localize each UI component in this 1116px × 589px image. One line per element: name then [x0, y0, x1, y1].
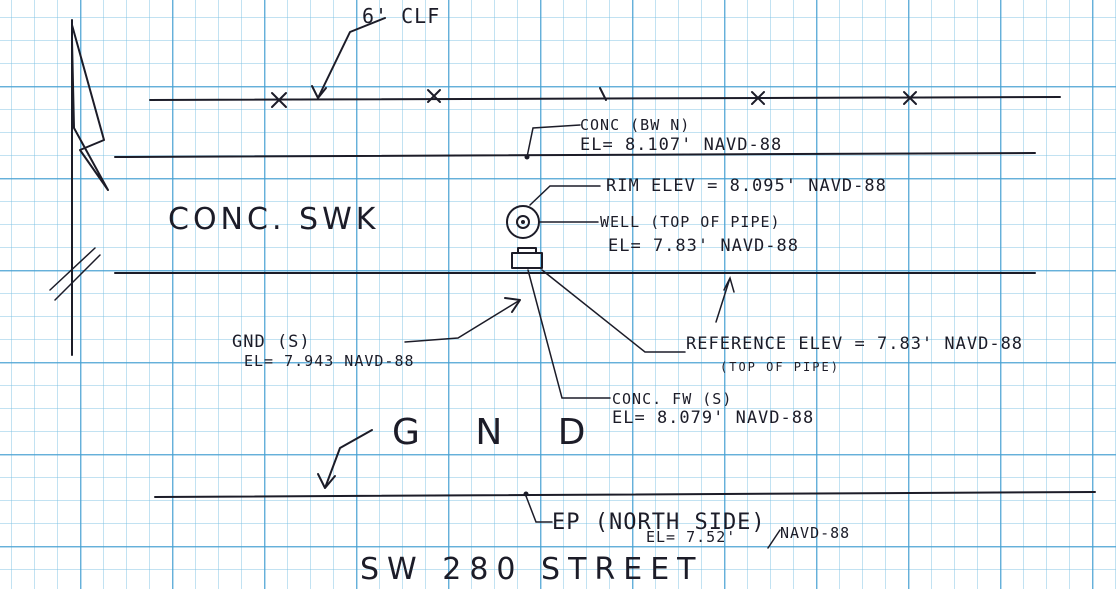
- edge-of-pavement-line: [154, 491, 1096, 498]
- reference-leader: [541, 269, 686, 353]
- gnd-s-elevation: EL= 7.943 NAVD-88: [244, 352, 415, 370]
- conc-bwn-leader: [526, 124, 581, 158]
- reference-elevation: REFERENCE ELEV = 7.83' NAVD-88: [686, 334, 1024, 354]
- conc-sidewalk-label: CONC. SWK: [168, 202, 380, 237]
- rim-leader: [529, 185, 601, 206]
- conc-bwn-elevation: EL= 8.107' NAVD-88: [580, 135, 783, 155]
- conc-bwn-point: [524, 154, 530, 160]
- ep-elevation: EL= 7.52': [646, 528, 737, 546]
- back-of-walk-line: [114, 152, 1036, 158]
- conc-bwn-label: CONC (BW N): [580, 116, 691, 134]
- fence-line: [149, 87, 1061, 108]
- fence-leader: [311, 17, 386, 99]
- ep-leader: [525, 495, 553, 523]
- rim-elevation: RIM ELEV = 8.095' NAVD-88: [606, 176, 887, 196]
- gnd-s-leader: [404, 299, 521, 343]
- ground-label: G N D: [392, 412, 608, 453]
- gnd-s-arrowhead: [504, 297, 521, 313]
- ep-datum-leader: [767, 529, 781, 549]
- reference-box: [511, 252, 543, 269]
- ep-datum: NAVD-88: [780, 524, 851, 542]
- reference-note: (TOP OF PIPE): [720, 360, 840, 374]
- conc-fw-elevation: EL= 8.079' NAVD-88: [612, 408, 815, 428]
- fence-label: 6' CLF: [362, 4, 441, 28]
- ep-label: EP (NORTH SIDE): [552, 510, 766, 535]
- gnd-s-label: GND (S): [232, 332, 311, 352]
- left-boundary-mark: [49, 19, 109, 356]
- street-name: SW 280 STREET: [360, 552, 704, 587]
- front-arrow: [715, 275, 735, 323]
- gnd-arrow: [317, 429, 373, 489]
- well-symbol: [506, 205, 540, 239]
- conc-fw-leader: [527, 269, 611, 399]
- conc-fw-label: CONC. FW (S): [612, 390, 733, 408]
- reference-box-tick: [517, 247, 537, 253]
- ep-point: [523, 491, 529, 497]
- well-elevation: EL= 7.83' NAVD-88: [608, 236, 799, 256]
- well-label: WELL (TOP OF PIPE): [600, 213, 781, 231]
